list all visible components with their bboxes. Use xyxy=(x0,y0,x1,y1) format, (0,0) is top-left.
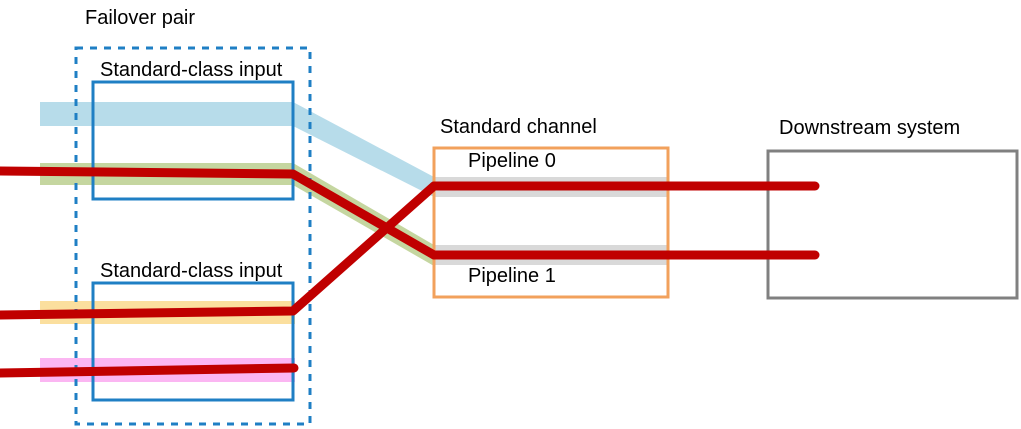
flow-band-green xyxy=(40,163,434,266)
standard-class-input-box-0 xyxy=(91,80,295,201)
failover-pair-group-box xyxy=(74,46,312,426)
red-line-input1-to-pipeline0 xyxy=(0,181,439,320)
standard-channel-box xyxy=(432,146,670,299)
failover-pair-label: Failover pair xyxy=(85,7,196,29)
standard-class-input-box-1 xyxy=(91,281,295,402)
standard-channel-label: Standard channel xyxy=(440,116,597,138)
downstream-system-label: Downstream system xyxy=(779,117,961,139)
red-line-input1-lower xyxy=(0,363,299,378)
downstream-system-box xyxy=(766,149,1019,300)
standard-class-input-label-0: Standard-class input xyxy=(100,59,283,81)
standard-class-input-label-1: Standard-class input xyxy=(100,260,283,282)
pipeline-1-label: Pipeline 1 xyxy=(468,265,556,287)
flow-band-blue xyxy=(40,102,434,197)
pipeline-0-label: Pipeline 0 xyxy=(468,150,556,172)
